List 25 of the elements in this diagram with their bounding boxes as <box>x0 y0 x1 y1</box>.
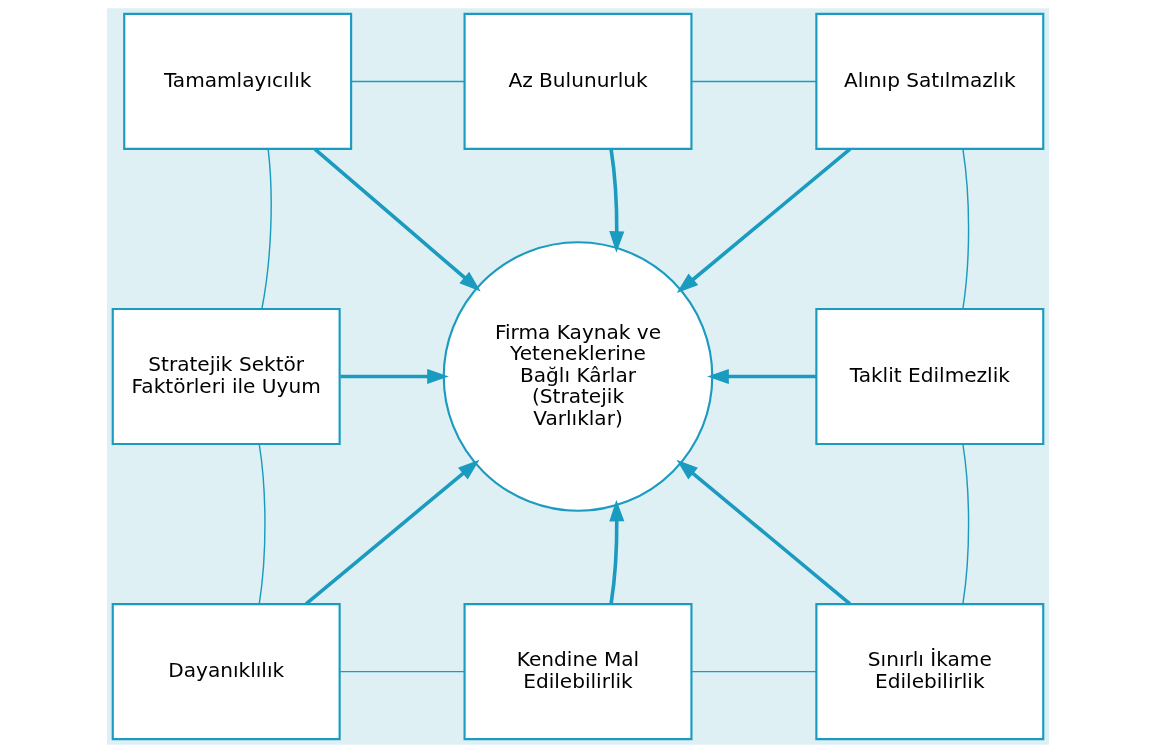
arrow <box>609 499 625 605</box>
arrow <box>707 368 817 385</box>
connector <box>962 443 970 605</box>
node-box: Az Bulunurluk <box>463 12 693 150</box>
node-box: Alınıp Satılmazlık <box>815 12 1045 150</box>
connector <box>691 80 817 83</box>
arrow <box>609 148 625 253</box>
connector <box>339 670 465 673</box>
arrow <box>304 459 480 606</box>
node-box: Dayanıklılık <box>111 603 341 741</box>
node-box: Kendine Mal Edilebilirlik <box>463 603 693 741</box>
node-box: Sınırlı İkame Edilebilirlik <box>815 603 1045 741</box>
node-box: Tamamlayıcılık <box>123 12 353 150</box>
arrow <box>313 147 481 292</box>
arrow <box>676 147 852 294</box>
arrow <box>340 368 449 385</box>
node-circle: Firma Kaynak ve Yeteneklerine Bağlı Kârlar (Stratejik Varlıklar) <box>442 241 714 512</box>
connector <box>350 80 465 83</box>
connector <box>962 148 970 310</box>
arrow <box>676 459 852 606</box>
connector <box>258 443 266 605</box>
node-box: Stratejik Sektör Faktörleri ile Uyum <box>111 307 341 446</box>
connector <box>691 670 817 673</box>
connector <box>261 148 272 310</box>
node-box: Taklit Edilmezlik <box>815 307 1045 446</box>
